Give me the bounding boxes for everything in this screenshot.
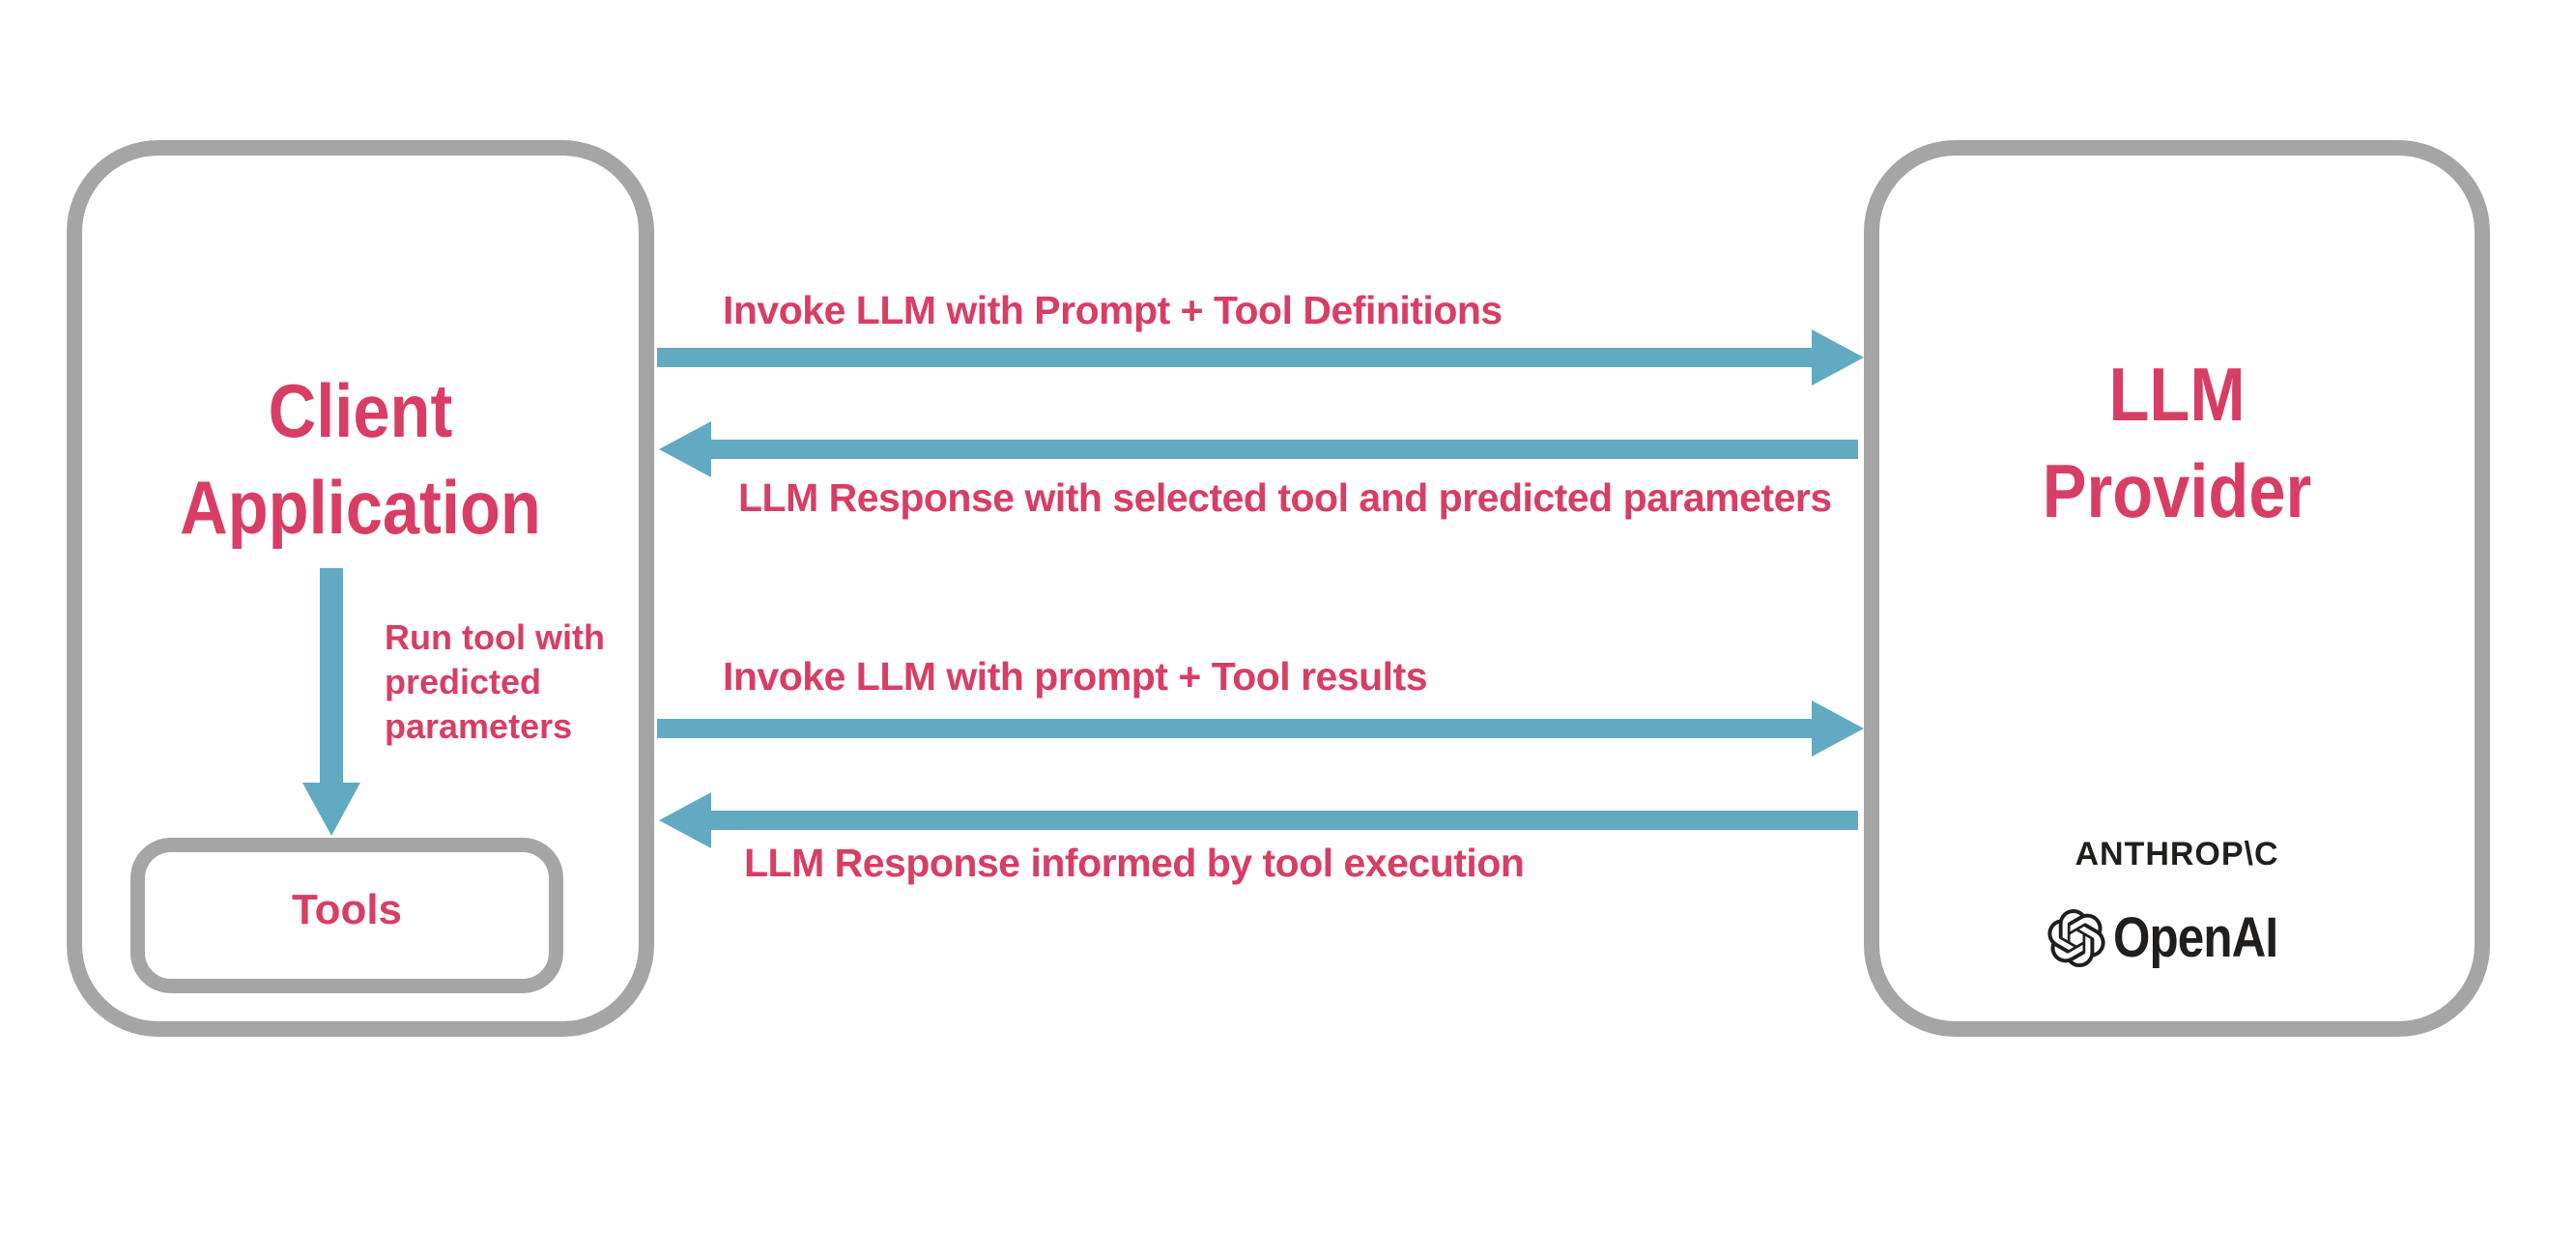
tools-box: Tools — [130, 838, 563, 993]
flow-label-response-selected-tool: LLM Response with selected tool and pred… — [738, 475, 1832, 520]
flow-label-response-tool-execution: LLM Response informed by tool execution — [744, 841, 1525, 885]
arrow-right-icon — [1812, 700, 1864, 757]
flow-arrow-right-1-shaft — [657, 348, 1812, 367]
flow-arrow-left-1-shaft — [711, 440, 1858, 459]
openai-logo: OpenAI — [1879, 905, 2475, 970]
flow-label-invoke-with-definitions: Invoke LLM with Prompt + Tool Definition… — [723, 288, 1503, 332]
openai-icon — [2047, 908, 2105, 967]
arrow-left-icon — [659, 792, 711, 848]
arrow-left-icon — [659, 421, 711, 477]
run-tool-arrow-down-icon — [302, 783, 360, 836]
llm-provider-box: LLM Provider ANTHROP\C OpenAI — [1864, 140, 2490, 1037]
llm-provider-title: LLM Provider — [2042, 352, 2312, 533]
openai-wordmark: OpenAI — [2112, 906, 2278, 969]
flow-arrow-right-2-shaft — [657, 719, 1812, 738]
tools-label: Tools — [291, 885, 403, 933]
client-application-box: Client Application Run tool with predict… — [67, 140, 654, 1037]
run-tool-label: Run tool with predicted parameters — [385, 617, 605, 747]
flow-arrow-left-2-shaft — [711, 811, 1858, 830]
run-tool-arrow-shaft — [320, 568, 343, 785]
flow-label-invoke-with-results: Invoke LLM with prompt + Tool results — [723, 654, 1428, 699]
anthropic-logo: ANTHROP\C — [2075, 836, 2279, 872]
arrow-right-icon — [1812, 329, 1864, 386]
client-application-title: Client Application — [180, 368, 541, 550]
